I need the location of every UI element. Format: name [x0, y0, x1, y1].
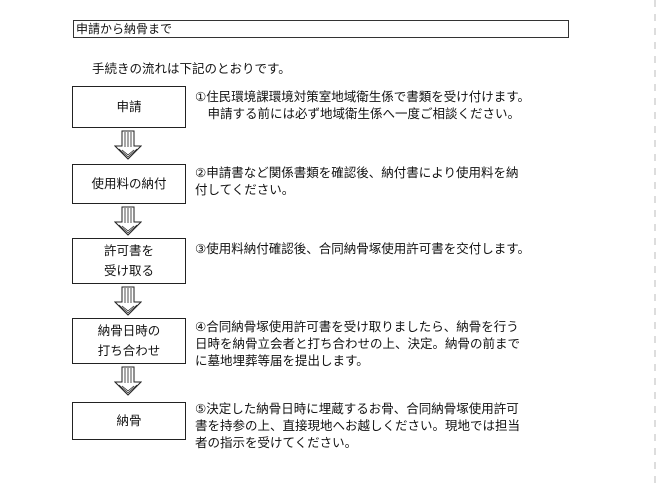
scan-edge-marks: [654, 0, 656, 489]
down-arrow-icon: [114, 366, 142, 396]
step-pay-fee-description: ②申請書など関係書類を確認後、納付書により使用料を納 付してください。: [195, 165, 519, 197]
step-schedule-interment-description: ④合同納骨塚使用許可書を受け取りましたら、納骨を行う 日時を納骨立会者と打ち合わ…: [195, 319, 521, 368]
step-receive-permit: 許可書を 受け取る: [72, 238, 186, 284]
step-schedule-interment: 納骨日時の 打ち合わせ: [72, 318, 186, 364]
down-arrow-icon: [114, 206, 142, 236]
step-interment: 納骨: [72, 402, 186, 440]
section-title: 申請から納骨まで: [73, 20, 569, 38]
step-apply: 申請: [72, 86, 186, 128]
step-pay-fee: 使用料の納付: [72, 164, 186, 204]
intro-text: 手続きの流れは下記のとおりです。: [92, 61, 291, 76]
step-receive-permit-description: ③使用料納付確認後、合同納骨塚使用許可書を交付します。: [195, 241, 530, 256]
down-arrow-icon: [114, 286, 142, 316]
step-apply-description: ①住民環境課環境対策室地域衛生係で書類を受け付けます。 申請する前には必ず地域衛…: [195, 89, 530, 121]
down-arrow-icon: [114, 130, 142, 160]
step-interment-description: ⑤決定した納骨日時に埋蔵するお骨、合同納骨塚使用許可 書を持参の上、直接現地へお…: [195, 401, 521, 450]
